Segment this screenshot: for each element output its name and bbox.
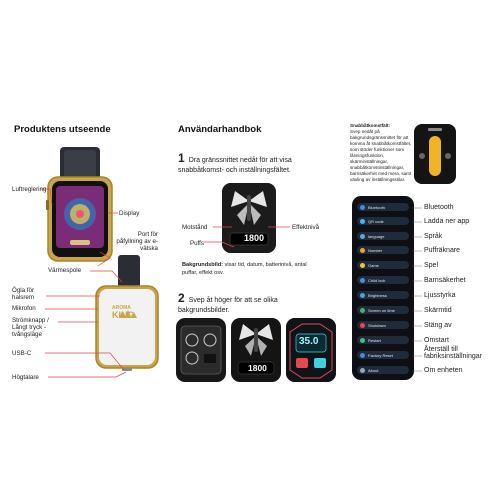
menu-item-factory-reset[interactable]: Factory Reset xyxy=(357,351,409,359)
number-icon xyxy=(360,247,365,253)
background-option-3[interactable]: 35.0 xyxy=(286,318,336,382)
menu-item-about[interactable]: About xyxy=(357,366,409,374)
background-2-value: 1800 xyxy=(248,363,267,373)
label-luftreglering: Luftreglering xyxy=(12,186,47,193)
menu-label-language: Språk xyxy=(424,233,443,240)
puff-counter: 1800 xyxy=(244,233,265,243)
menu-item-shutdown[interactable]: Shutdown xyxy=(357,321,409,329)
label-effektniva: Effektnivå xyxy=(292,224,320,231)
screen-time-icon xyxy=(360,307,365,313)
background-3-value: 35.0 xyxy=(299,336,319,347)
power-icon xyxy=(360,322,365,328)
menu-label-number: Puffräknare xyxy=(424,247,461,254)
settings-menu-list: Bluetooth QR code language Number Game C… xyxy=(357,200,409,376)
airflow-control xyxy=(46,200,49,210)
menu-item-game[interactable]: Game xyxy=(357,261,409,269)
menu-label-bluetooth: Bluetooth xyxy=(424,204,454,211)
menu-label-about: Om enheten xyxy=(424,367,463,374)
label-usbc: USB-C xyxy=(12,350,32,357)
lock-icon xyxy=(360,277,365,283)
step-2-number: 2 xyxy=(178,291,185,305)
bluetooth-icon xyxy=(360,204,365,210)
label-puffs: Puffs xyxy=(190,240,204,247)
mouthpiece-back xyxy=(118,255,140,289)
background-art-3 xyxy=(286,318,336,382)
watch-screen-art xyxy=(222,183,276,253)
section-title-appearance: Produktens utseende xyxy=(14,124,111,135)
background-description: Bakgrundsbild: visar tid, datum, batteri… xyxy=(182,262,322,278)
brand-line-2: KING xyxy=(112,310,135,320)
menu-item-bluetooth[interactable]: Bluetooth xyxy=(357,203,409,211)
quick-access-info: Snabbåtkomstfält: Svep nedåt på bakgrund… xyxy=(350,123,412,183)
reset-icon xyxy=(360,352,365,358)
background-option-2[interactable]: 1800 xyxy=(231,318,281,382)
background-option-1[interactable] xyxy=(176,318,226,382)
restart-icon xyxy=(360,337,365,343)
usb-c-port xyxy=(122,368,132,371)
brightness-icon xyxy=(360,292,365,298)
info-icon xyxy=(360,367,365,373)
menu-item-number[interactable]: Number xyxy=(357,246,409,254)
menu-item-child-lock[interactable]: Child lock xyxy=(357,276,409,284)
menu-item-restart[interactable]: Restart xyxy=(357,336,409,344)
label-motstand: Motstånd xyxy=(182,224,208,231)
game-icon xyxy=(360,262,365,268)
menu-label-restart: Omstart xyxy=(424,337,449,344)
menu-item-language[interactable]: language xyxy=(357,232,409,240)
background-text: visar tid, datum, batterinivå, antal puf… xyxy=(182,262,307,276)
step-1-text: Dra gränssnittet nedåt för att visa snab… xyxy=(178,157,292,175)
step-1-number: 1 xyxy=(178,151,185,165)
watch-screen-main: 1800 xyxy=(222,183,276,253)
quick-access-text: Svep nedåt på bakgrundsgränssnittet för … xyxy=(350,128,412,182)
settings-menu-screen: Bluetooth QR code language Number Game C… xyxy=(352,196,414,380)
quick-access-screen xyxy=(414,124,456,184)
quick-access-art xyxy=(419,128,451,176)
qr-code-icon xyxy=(360,218,365,224)
menu-label-brightness: Ljusstyrka xyxy=(424,292,456,299)
menu-label-qr-code: Ladda ner app xyxy=(424,218,470,225)
label-stromknapp: Strömknapp / Långt tryck - tvångsläge xyxy=(12,317,49,339)
quick-access-title: Snabbåtkomstfält: xyxy=(350,123,391,128)
brand-logo: AROMA KING xyxy=(112,305,135,320)
label-varmespole: Värmespole xyxy=(48,267,82,274)
menu-label-factory-reset: Återställ till fabriksinställningar xyxy=(424,346,482,361)
background-art-2 xyxy=(237,324,275,375)
brand-line-1: AROMA xyxy=(112,305,131,311)
language-icon xyxy=(360,233,365,239)
background-art-1 xyxy=(180,325,222,375)
menu-label-child-lock: Barnsäkerhet xyxy=(424,277,466,284)
menu-item-qr-code[interactable]: QR code xyxy=(357,217,409,225)
label-ogla: Ögla för halsrem xyxy=(12,287,35,302)
background-label: Bakgrundsbild: xyxy=(182,262,224,268)
menu-label-game: Spel xyxy=(424,262,439,269)
menu-item-screen-on-time[interactable]: Screen on time xyxy=(357,306,409,314)
menu-item-brightness[interactable]: Brightness xyxy=(357,291,409,299)
label-mikrofon: Mikrofon xyxy=(12,305,36,312)
label-hogtalare: Högtalare xyxy=(12,374,39,381)
menu-label-shutdown: Stäng av xyxy=(424,322,452,329)
section-title-manual: Användarhandbok xyxy=(178,124,262,135)
label-port: Port för påfyllning av e-vätska xyxy=(116,231,158,253)
label-display: Display xyxy=(119,210,140,217)
step-2-text: Svep åt höger för att se olika bakgrunds… xyxy=(178,297,278,315)
menu-label-screen-on-time: Skärmtid xyxy=(424,307,452,314)
